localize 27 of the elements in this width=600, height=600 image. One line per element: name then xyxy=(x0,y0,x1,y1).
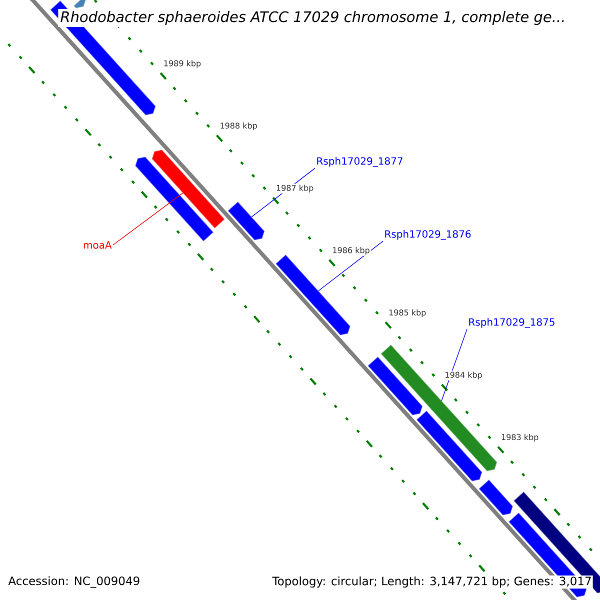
scale-label: 1988 kbp xyxy=(218,121,258,132)
title: Rhodobacter sphaeroides ATCC 17029 chromosome 1, complete ge... xyxy=(58,8,568,28)
gene-feature xyxy=(74,0,86,8)
gene-feature xyxy=(228,202,265,240)
gene-feature xyxy=(478,480,513,516)
accession-label: Accession: NC_009049 xyxy=(7,575,142,589)
gene-label: Rsph17029_1875 xyxy=(469,318,554,328)
scale-label: 1985 kbp xyxy=(388,308,428,318)
genome-info-label: Topology: circular; Length: 3,147,721 bp; Genes: 3,017 xyxy=(271,575,593,589)
leader-line xyxy=(441,328,468,402)
gene-feature xyxy=(416,410,482,482)
scale-label: 1989 kbp xyxy=(162,59,202,69)
scale-label: 1986 kbp xyxy=(331,246,371,256)
gene-label: Rsph17029_1876 xyxy=(385,230,471,240)
gene-feature xyxy=(135,156,214,242)
gene-feature xyxy=(152,150,225,228)
gene-feature xyxy=(368,356,423,416)
scale-label: 1983 kbp xyxy=(500,432,540,443)
scale-label: 1987 kbp xyxy=(275,184,315,194)
gene-feature xyxy=(380,344,498,472)
leader-line xyxy=(112,192,184,246)
gene-label: moaA xyxy=(84,241,112,249)
gene-feature xyxy=(514,492,600,594)
gene-label: Rsph17029_1877 xyxy=(317,157,402,167)
scale-label: 1984 kbp xyxy=(444,370,484,380)
leader-line xyxy=(318,240,384,292)
gene-feature xyxy=(276,254,350,336)
